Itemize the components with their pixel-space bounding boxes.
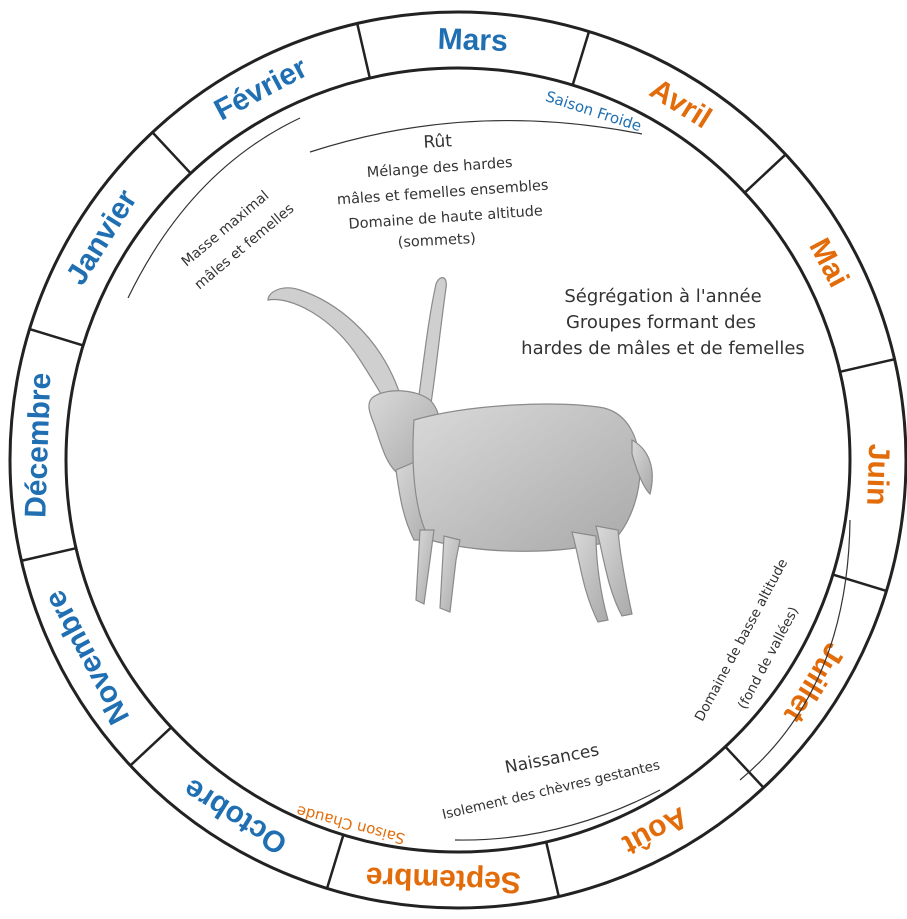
rut-title: Rût (423, 131, 453, 152)
month-label-juin: Juin (860, 443, 895, 506)
month-label-decembre: Décembre (19, 372, 57, 518)
segregation-line-2: Groupes formant des (566, 312, 756, 333)
segregation-line-1: Ségrégation à l'année (564, 286, 761, 307)
month-label-septembre: Septembre (365, 861, 521, 899)
segregation-line-3: hardes de mâles et de femelles (521, 338, 805, 359)
month-label-mars: Mars (437, 23, 508, 58)
